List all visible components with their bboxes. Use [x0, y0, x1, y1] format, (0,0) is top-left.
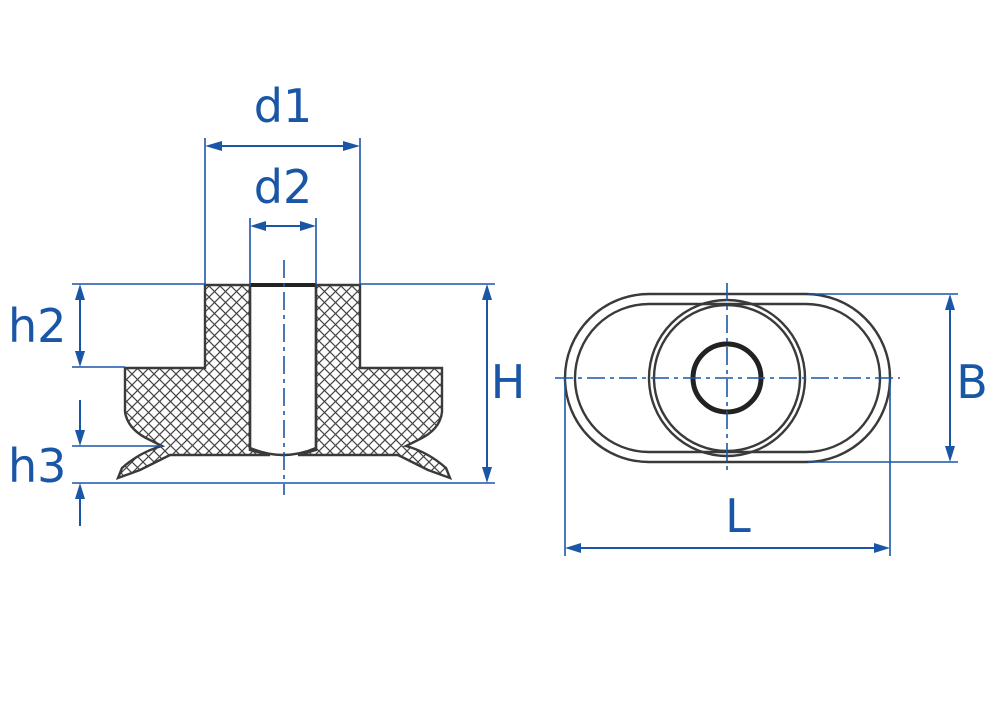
dimension-H: H	[360, 283, 526, 483]
d1-label: d1	[254, 79, 312, 133]
dimension-d2: d2	[249, 160, 317, 285]
bore-bottom	[249, 446, 317, 457]
H-label: H	[491, 355, 526, 409]
L-label: L	[725, 489, 751, 543]
dimension-h2: h2	[8, 283, 205, 368]
h2-label: h2	[8, 299, 66, 353]
section-left-half	[115, 283, 271, 481]
section-view	[115, 260, 453, 495]
dimension-B: B	[808, 293, 988, 463]
dimension-h3: h3	[8, 400, 495, 526]
top-view	[555, 283, 900, 474]
B-label: B	[956, 355, 988, 409]
d2-label: d2	[254, 160, 312, 214]
h3-label: h3	[8, 439, 66, 493]
dimension-L: L	[564, 378, 891, 556]
section-right-half	[297, 283, 453, 481]
dimension-d1: d1	[204, 79, 361, 285]
